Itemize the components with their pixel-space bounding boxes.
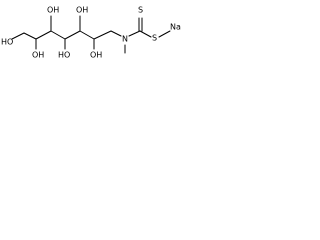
molecule-structure-diagram: HO OH OH HO OH OH N S S Na <box>1 6 181 60</box>
molecule-atom-labels: HO OH OH HO OH OH N S S Na <box>1 6 181 60</box>
bond-c8-s2 <box>139 30 152 38</box>
atom-label-na: Na <box>170 23 181 32</box>
atom-label-ho-1: HO <box>1 38 13 47</box>
atom-label-oh-5: OH <box>76 6 88 15</box>
atom-label-n: N <box>122 35 128 44</box>
atom-label-s-thiolate: S <box>152 34 157 43</box>
molecule-bonds <box>11 15 171 54</box>
bond-s2-na <box>158 30 171 38</box>
bond-c7-n <box>110 30 122 37</box>
atom-label-oh-2: OH <box>32 51 44 60</box>
bond-c5-c6 <box>79 30 95 40</box>
bond-c4-c5 <box>64 30 81 40</box>
bond-c3-c4 <box>50 30 66 40</box>
atom-label-oh-6: OH <box>90 51 102 60</box>
atom-label-ho-4: HO <box>58 51 70 60</box>
bond-n-c8 <box>128 30 141 37</box>
bond-ho-c1 <box>11 32 25 40</box>
bond-c2-c3 <box>35 30 52 40</box>
bond-c1-c2 <box>23 32 37 40</box>
atom-label-s-thione: S <box>138 6 143 15</box>
atom-label-oh-3: OH <box>47 6 59 15</box>
bond-c6-c7 <box>93 30 112 40</box>
